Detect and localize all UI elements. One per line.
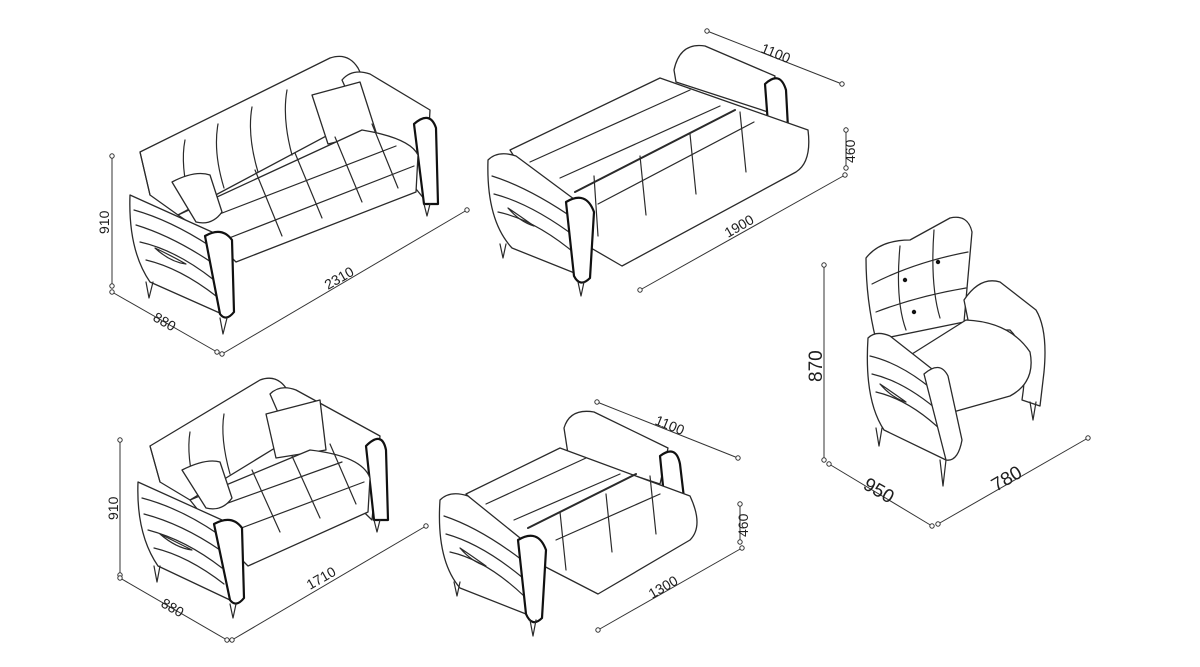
sofa-large-height-label: 910 bbox=[96, 210, 112, 234]
sofa-large-bed-drawing bbox=[487, 44, 810, 297]
sofa-large-depth-label: 880 bbox=[151, 309, 179, 335]
armchair-drawing bbox=[865, 216, 1046, 487]
armchair-depth-label: 950 bbox=[860, 474, 898, 508]
sofa-small-drawing bbox=[137, 377, 390, 619]
sofa-small-bed-drawing bbox=[438, 410, 698, 637]
sofa-large-dimensions: 910 880 2310 bbox=[96, 153, 470, 357]
sofa-large-bed-depth-label: 1100 bbox=[759, 40, 793, 66]
sofa-small-depth-label: 880 bbox=[159, 595, 187, 621]
sofa-large-bed-seat-height-label: 460 bbox=[842, 139, 858, 163]
sofa-large-drawing bbox=[129, 55, 440, 335]
sofa-small-height-label: 910 bbox=[105, 496, 121, 520]
sofa-large-length-label: 2310 bbox=[322, 263, 357, 293]
sofa-small-bed-depth-label: 1100 bbox=[653, 412, 687, 438]
armchair-height-label: 870 bbox=[806, 350, 827, 382]
sofa-small-bed-length-label: 1300 bbox=[646, 572, 681, 602]
sofa-small-bed-seat-height-label: 460 bbox=[735, 513, 751, 537]
armchair-width-label: 780 bbox=[988, 462, 1026, 496]
sofa-large-bed-length-label: 1900 bbox=[722, 211, 757, 241]
